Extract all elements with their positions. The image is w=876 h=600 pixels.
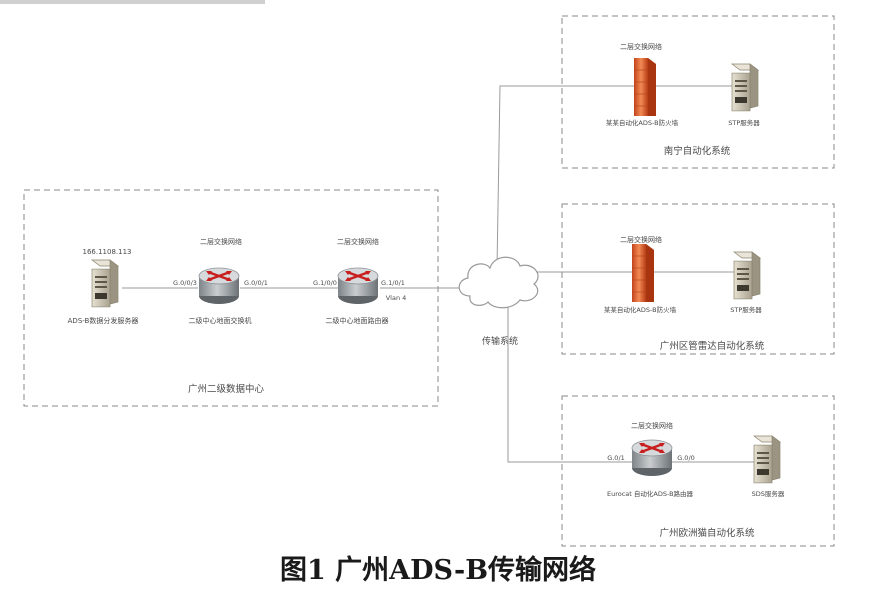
- connection-lines: [122, 85, 760, 463]
- eurocat-router-icon: [630, 438, 674, 478]
- header-remnant: [0, 0, 265, 4]
- europe-box: [561, 395, 835, 547]
- server-ip: 166.1108.113: [83, 248, 132, 256]
- figure-caption: 图1 广州ADS-B传输网络: [279, 555, 597, 586]
- server-label: ADS-B数据分发服务器: [68, 316, 139, 325]
- gzarea-firewall-label: 某某自动化ADS-B防火墙: [604, 305, 677, 314]
- europe-port-right: G.0/0: [677, 454, 695, 462]
- nanning-zone: 二层交换网络: [620, 42, 662, 51]
- gzarea-server-label: STP服务器: [730, 305, 762, 314]
- guangzhou-region-title: 广州二级数据中心: [188, 383, 265, 395]
- transport-cloud-icon: [458, 256, 539, 309]
- guangzhou-area-box: [561, 203, 835, 355]
- europe-port-left: G.0/1: [607, 454, 625, 462]
- transport-label: 传输系统: [482, 335, 518, 347]
- router-b-label: 二级中心地面路由器: [326, 316, 389, 325]
- gzarea-zone: 二层交换网络: [620, 235, 662, 244]
- sds-server-label: SDS服务器: [752, 489, 785, 498]
- router-a-port-left: G.0/0/3: [173, 279, 197, 287]
- router-b-zone: 二层交换网络: [337, 237, 379, 246]
- router-a-zone: 二层交换网络: [200, 237, 242, 246]
- guangzhou-data-center-box: [23, 189, 439, 407]
- nanning-box: [561, 15, 835, 169]
- nanning-region-title: 南宁自动化系统: [664, 145, 731, 157]
- gzarea-region-title: 广州区管雷达自动化系统: [660, 340, 765, 352]
- nanning-server-label: STP服务器: [728, 118, 760, 127]
- gz-ground-router-icon: [336, 266, 380, 306]
- nanning-stp-server-icon: [731, 63, 759, 112]
- router-b-port-left: G.1/0/0: [313, 279, 337, 287]
- gzarea-stp-server-icon: [733, 251, 761, 300]
- router-a-label: 二级中心地面交换机: [189, 316, 252, 325]
- nanning-firewall-label: 某某自动化ADS-B防火墙: [606, 118, 679, 127]
- router-a-port-right: G.0/0/1: [244, 279, 268, 287]
- router-b-vlan: Vlan 4: [386, 294, 407, 302]
- gz-switch-router-icon: [197, 266, 241, 306]
- eurocat-router-label: Eurocat 自动化ADS-B路由器: [607, 489, 694, 498]
- ads-b-distribution-server-icon: [91, 259, 119, 308]
- nanning-firewall-icon: [633, 57, 657, 117]
- sds-server-icon: [753, 435, 781, 484]
- europe-zone: 二层交换网络: [631, 421, 673, 430]
- gzarea-firewall-icon: [631, 243, 655, 303]
- europe-region-title: 广州欧洲猫自动化系统: [659, 527, 755, 539]
- router-b-port-right: G.1/0/1: [381, 279, 405, 287]
